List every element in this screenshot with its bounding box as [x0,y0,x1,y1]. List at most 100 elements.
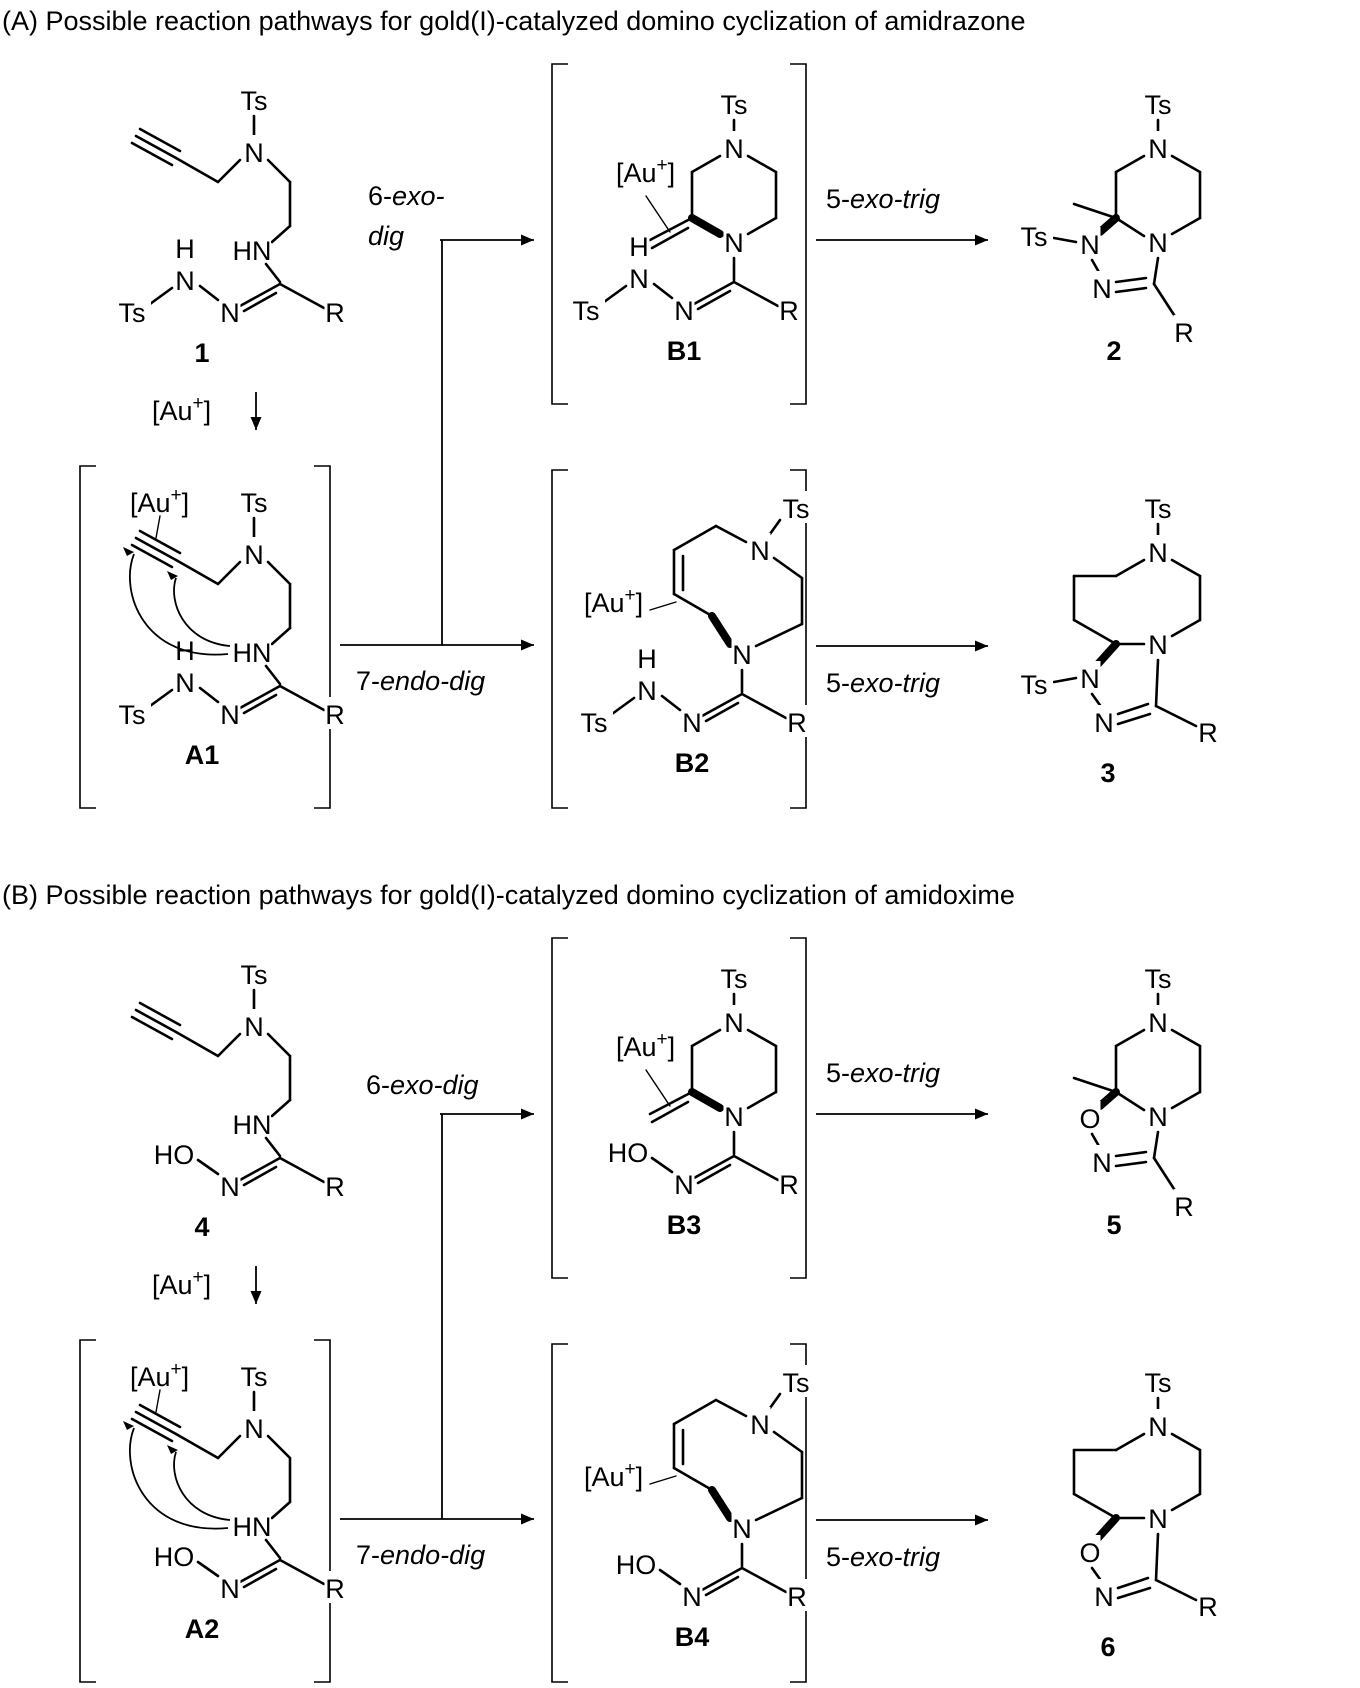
label-mask [219,1169,241,1201]
ring-bond [1114,216,1146,238]
ring-bond [690,1028,722,1048]
ring-double-bond [1116,1586,1152,1600]
ring-bond [1154,1532,1160,1582]
arrow-head [250,1291,262,1304]
imine-n-label: N [220,298,240,328]
bond-n-n [652,282,674,300]
curved-arrow-head [167,571,178,580]
bond-n-ts [148,286,174,306]
arrow-head [975,234,988,246]
bracket-left [551,63,568,405]
label-mask [715,87,753,119]
ring-n-label: N [1080,230,1100,260]
hydrazine-h-label: H [637,644,657,674]
ring-n-label: N [724,1102,744,1132]
product-number: 6 [1100,1632,1115,1662]
step-label-7-endo-dig: 7-endo-dig [356,666,485,696]
bond-ch2 [266,1434,292,1460]
curved-arrow-head [123,1421,134,1430]
ring-n-label: N [724,228,744,258]
bond-n-ts [1052,236,1078,244]
ts-label: Ts [1021,670,1048,700]
gold-catalyst-label: [Au+] [616,155,675,188]
intermediate-number: B3 [667,1210,702,1240]
double-bond-c-n [238,1558,282,1584]
label-mask [1147,225,1169,257]
ts-label: Ts [1021,222,1048,252]
bond-n-o [650,1156,674,1174]
bond-c-r [278,684,326,712]
bracket-right [314,465,331,809]
ring-o-label: O [1079,1104,1100,1134]
compound-number: 4 [194,1212,209,1242]
bond-c-r [1152,282,1178,320]
double-bond-c-n [700,1566,744,1592]
label-mask [628,229,650,261]
ring-bond [672,1466,714,1492]
r-group-label: R [325,700,345,730]
wedge-bond [1094,640,1120,668]
gold-catalyst-label: [Au+] [152,1267,211,1300]
imine-n-label: N [220,1574,240,1604]
bond-n-o [196,1560,220,1578]
curved-arrow [129,553,229,656]
imine-n-label: N [682,708,702,738]
double-bond-c-n [242,693,278,715]
ring-bond [746,1028,778,1048]
bond-c-r [732,1154,780,1182]
ring-bond [1170,1492,1202,1512]
ring-bond [714,1398,748,1418]
bond-nh-c [264,262,282,284]
r-group-label: R [1198,718,1218,748]
ring-bond [1072,1492,1118,1520]
ring-bond [746,154,778,174]
bond-n-ts [1052,676,1078,684]
ring-n-label: N [732,640,752,670]
ring-bond [690,154,722,174]
triple-bond [130,1015,174,1041]
imine-n-label: N [674,1170,694,1200]
bond-ch2-nh [270,224,292,244]
hydroxyl-label: HO [154,1542,195,1572]
label-mask [777,491,815,523]
double-bond-c-n [238,684,282,710]
hydrazine-h-label: H [175,234,195,264]
arrow-head [975,640,988,652]
bond-ch2-c [174,558,220,586]
ring-n-label: N [1080,664,1100,694]
gold-catalyst-label: [Au+] [584,1459,643,1492]
label-mask [233,1107,271,1139]
ring-bond [1170,1028,1202,1048]
ring-bond [1170,558,1202,578]
ts-label: Ts [241,960,268,990]
label-mask [235,83,273,115]
bracket-right [790,63,807,405]
label-mask [1147,1099,1169,1131]
r-group-label: R [787,708,807,738]
ring-double-bond [1116,702,1150,716]
double-bond-c-n [704,1575,740,1597]
step-label-5-exo-trig: 5-exo-trig [826,1542,940,1572]
label-mask [1139,491,1177,523]
bond-c-r [740,692,788,720]
gold-catalyst-label: [Au+] [616,1029,675,1062]
bond-n-ts [602,284,628,304]
ts-label: Ts [241,86,268,116]
triple-bond [134,1410,178,1436]
double-bond-c-n [704,701,740,723]
intermediate-number: B4 [675,1622,710,1652]
panel-B: (B) Possible reaction pathways for gold(… [2,880,1219,1683]
bond-n-ts [148,688,174,708]
ring-n-label: N [1148,1412,1168,1442]
ts-label: Ts [241,488,268,518]
ts-label: Ts [721,964,748,994]
wedge-bond [708,1486,734,1522]
